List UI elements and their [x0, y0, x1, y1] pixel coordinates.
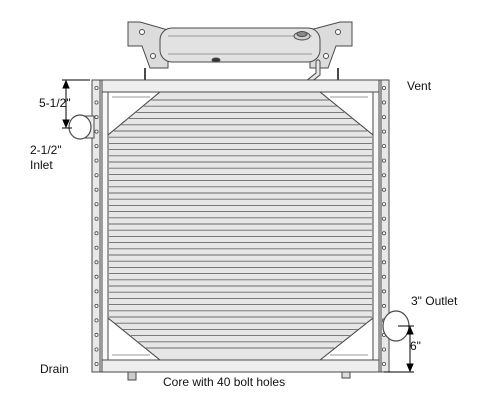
top-rail	[99, 79, 381, 93]
drain-plug	[127, 371, 137, 381]
bolt-hole	[94, 216, 99, 221]
bolt-hole	[94, 274, 99, 279]
bolt-hole	[94, 347, 99, 352]
outlet-dimension-line	[384, 325, 414, 373]
core-outline	[107, 91, 374, 361]
bolt-hole	[381, 187, 386, 192]
inlet-pipe	[68, 114, 95, 140]
bolt-hole	[94, 129, 99, 134]
bolt-hole	[381, 129, 386, 134]
surge-tank	[127, 21, 353, 85]
bolt-hole	[381, 303, 386, 308]
bolt-hole	[94, 303, 99, 308]
outlet-pipe	[382, 310, 410, 342]
bolt-hole	[381, 202, 386, 207]
tank-left-bracket	[127, 21, 169, 69]
bolt-hole	[381, 274, 386, 279]
bolt-hole	[94, 144, 99, 149]
bolt-hole	[94, 202, 99, 207]
bolt-hole	[94, 86, 99, 91]
inlet-label: Inlet	[30, 158, 53, 172]
bolt-hole	[94, 158, 99, 163]
bolt-hole	[381, 158, 386, 163]
bolt-hole	[381, 216, 386, 221]
drain-label: Drain	[40, 362, 69, 376]
vent-label: Vent	[407, 79, 432, 93]
core-tubes	[109, 99, 372, 349]
bolt-hole	[94, 231, 99, 236]
radiator-core	[107, 91, 374, 361]
bolt-hole	[381, 260, 386, 265]
outlet-dimension-label: 6"	[410, 339, 421, 353]
bolt-hole	[381, 245, 386, 250]
bottom-rail	[99, 359, 381, 373]
inlet-dimension-line	[62, 79, 90, 129]
bolt-hole	[94, 361, 99, 366]
inlet-dimension-label: 5-1/2"	[39, 96, 71, 110]
bolt-hole	[381, 347, 386, 352]
bolt-holes	[94, 86, 386, 366]
bolt-hole	[381, 173, 386, 178]
left-side-flange	[91, 79, 103, 373]
bolt-hole	[94, 100, 99, 105]
bolt-hole	[94, 260, 99, 265]
bolt-hole	[94, 245, 99, 250]
bolt-hole	[381, 289, 386, 294]
bolt-hole	[381, 86, 386, 91]
bolt-hole	[94, 289, 99, 294]
core-caption: Core with 40 bolt holes	[163, 375, 286, 389]
inlet-size-label: 2-1/2"	[30, 143, 62, 157]
bolt-hole	[94, 318, 99, 323]
bolt-hole	[381, 100, 386, 105]
bolt-hole	[381, 231, 386, 236]
bolt-hole	[381, 361, 386, 366]
inlet-label-group: 2-1/2" Inlet	[30, 143, 62, 173]
bolt-hole	[94, 332, 99, 337]
outlet-label: 3" Outlet	[411, 294, 458, 308]
bolt-hole	[381, 144, 386, 149]
bolt-hole	[94, 173, 99, 178]
bolt-hole	[381, 115, 386, 120]
bolt-hole	[94, 115, 99, 120]
bolt-hole	[94, 187, 99, 192]
